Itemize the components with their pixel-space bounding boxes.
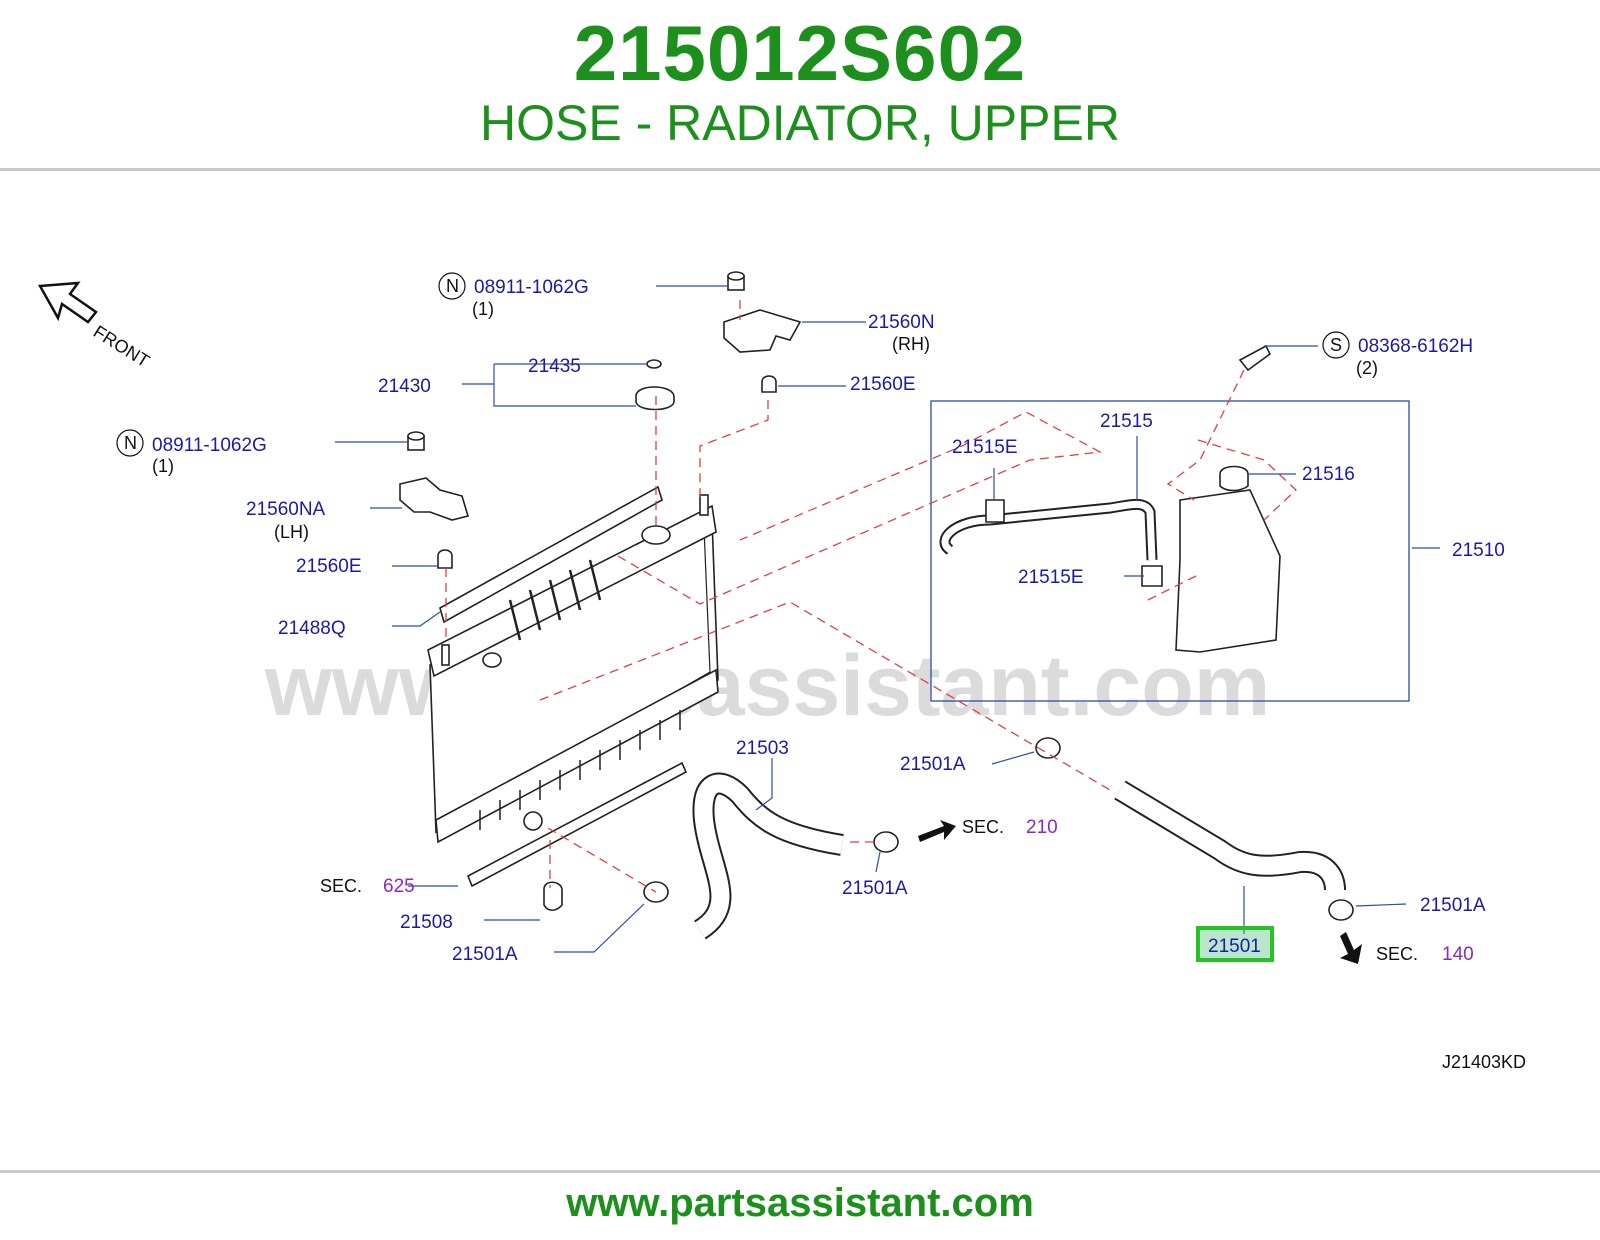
page-header: 215012S602 HOSE - RADIATOR, UPPER xyxy=(0,0,1600,170)
callout-clamp-lower-mid[interactable]: 21501A xyxy=(842,878,908,899)
seal-strip-bottom xyxy=(466,761,688,888)
callout-reservoir-cap[interactable]: 21516 xyxy=(1302,464,1355,485)
callout-hose-clamp-top[interactable]: 21515E xyxy=(952,437,1018,458)
callout-upper-hose[interactable]: 21501 xyxy=(1208,936,1261,957)
section-ref-210[interactable]: SEC. 210 xyxy=(962,817,1058,838)
lower-radiator-hose xyxy=(694,774,844,938)
footer-divider xyxy=(0,1170,1600,1173)
svg-text:210: 210 xyxy=(1026,817,1058,838)
svg-text:(RH): (RH) xyxy=(892,334,930,354)
callout-nut-left[interactable]: N 08911-1062G (1) xyxy=(116,429,267,476)
reservoir-hose xyxy=(941,500,1156,561)
callout-grommet-rh[interactable]: 21560E xyxy=(850,374,916,395)
reservoir-cap-icon xyxy=(1219,465,1249,492)
footer-url[interactable]: www.partsassistant.com xyxy=(566,1181,1034,1225)
callout-seal-strip[interactable]: 21488Q xyxy=(278,618,346,639)
part-number-title: 215012S602 xyxy=(573,9,1027,97)
reservoir-tank xyxy=(1175,489,1281,653)
svg-text:(LH): (LH) xyxy=(274,522,309,542)
callout-seal[interactable]: 21435 xyxy=(528,356,581,377)
grommet-rh xyxy=(761,375,777,393)
header-divider xyxy=(0,168,1600,171)
callout-grommet-lh[interactable]: 21560E xyxy=(296,556,362,577)
callout-lower-hose[interactable]: 21503 xyxy=(736,738,789,759)
clamp-right-icon xyxy=(1328,899,1354,921)
svg-text:08911-1062G: 08911-1062G xyxy=(474,277,589,298)
callout-clamp-lower-left[interactable]: 21501A xyxy=(452,944,518,965)
callout-bracket-rh[interactable]: 21560N (RH) xyxy=(868,312,935,354)
callout-bracket-lh[interactable]: 21560NA (LH) xyxy=(246,499,326,542)
svg-text:(1): (1) xyxy=(472,299,494,319)
nut-left-icon xyxy=(407,431,425,451)
reservoir-assembly-box xyxy=(930,400,1410,702)
radiator-cap xyxy=(635,386,675,411)
callout-mount[interactable]: 21508 xyxy=(400,912,453,933)
clamp-lower-mid-icon xyxy=(873,831,899,853)
hose-clamp-bottom-icon xyxy=(1141,565,1163,587)
svg-text:140: 140 xyxy=(1442,944,1474,965)
callout-nut-top[interactable]: N 08911-1062G (1) xyxy=(438,272,589,319)
sec-210-arrow-icon xyxy=(918,820,956,842)
nut-top-icon xyxy=(727,271,745,291)
callout-upper-hose-highlight[interactable]: 21501 xyxy=(1196,926,1274,962)
grommet-lh xyxy=(437,549,453,569)
svg-text:N: N xyxy=(124,433,137,453)
svg-text:N: N xyxy=(446,276,459,296)
sec-140-arrow-icon xyxy=(1340,932,1362,964)
seal-ring xyxy=(646,359,662,369)
callout-hose-clamp-bottom[interactable]: 21515E xyxy=(1018,567,1084,588)
front-label: FRONT xyxy=(90,321,153,371)
svg-text:(1): (1) xyxy=(152,456,174,476)
svg-text:(2): (2) xyxy=(1356,358,1378,378)
callout-clamp-upper-mid[interactable]: 21501A xyxy=(900,754,966,775)
screw-icon xyxy=(1238,344,1272,372)
svg-text:625: 625 xyxy=(383,876,415,897)
svg-text:SEC.: SEC. xyxy=(1376,944,1418,964)
bracket-rh xyxy=(723,309,802,353)
radiator-core xyxy=(427,494,719,844)
callout-clamp-right[interactable]: 21501A xyxy=(1420,895,1486,916)
hose-clamp-top-icon xyxy=(985,499,1005,523)
seal-strip-top xyxy=(439,485,663,624)
svg-text:SEC.: SEC. xyxy=(320,876,362,896)
watermark: www.partsassistant.com xyxy=(264,638,1270,734)
callout-screw[interactable]: S 08368-6162H (2) xyxy=(1322,331,1473,378)
svg-text:08368-6162H: 08368-6162H xyxy=(1358,336,1473,357)
upper-radiator-hose xyxy=(1115,782,1344,891)
callout-reservoir-tank[interactable]: 21510 xyxy=(1452,540,1505,561)
bracket-lh xyxy=(399,477,470,521)
svg-text:SEC.: SEC. xyxy=(962,817,1004,837)
front-arrow-icon: FRONT xyxy=(37,281,153,371)
diagram-code: J21403KD xyxy=(1442,1052,1526,1072)
svg-text:21560NA: 21560NA xyxy=(246,499,326,520)
clamp-upper-mid-icon xyxy=(1035,737,1061,759)
svg-text:08911-1062G: 08911-1062G xyxy=(152,435,267,456)
section-ref-140[interactable]: SEC. 140 xyxy=(1376,944,1474,965)
callout-cap-assembly[interactable]: 21430 xyxy=(378,376,431,397)
section-ref-625[interactable]: SEC. 625 xyxy=(320,876,415,897)
svg-text:21560N: 21560N xyxy=(868,312,935,333)
part-description: HOSE - RADIATOR, UPPER xyxy=(480,95,1120,151)
svg-text:S: S xyxy=(1330,335,1342,355)
callout-reservoir-hose[interactable]: 21515 xyxy=(1100,411,1153,432)
mount-grommet xyxy=(543,881,563,912)
